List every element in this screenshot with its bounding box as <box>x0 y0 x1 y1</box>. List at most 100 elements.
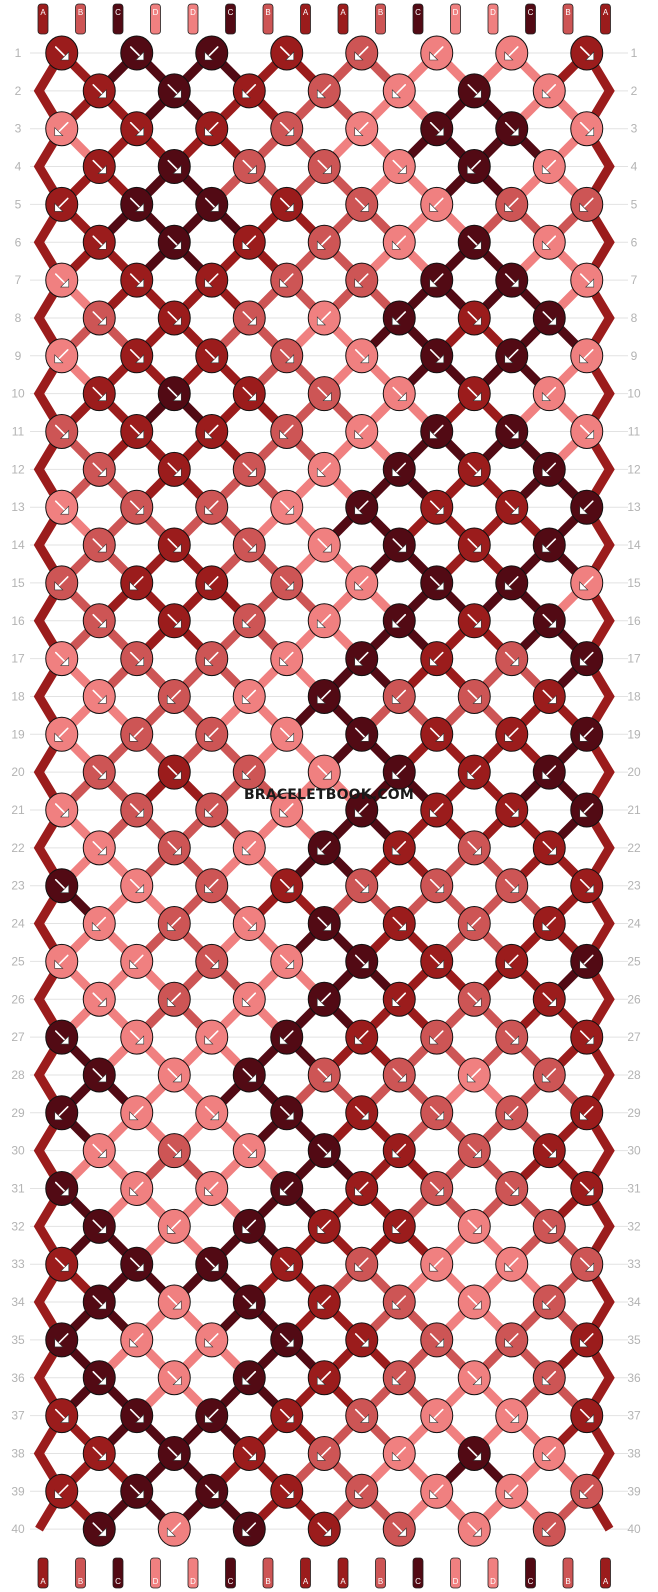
arrow-down-left-icon <box>354 424 369 439</box>
arrow-down-left-icon <box>129 727 144 742</box>
arrow-down-left-icon <box>579 1106 594 1121</box>
knot <box>495 565 529 601</box>
strand-label-bottom: B <box>565 1577 570 1586</box>
strand-label-top: B <box>565 8 570 17</box>
strand-label-top: A <box>303 8 309 17</box>
knot <box>495 1095 529 1131</box>
arrow-down-left-icon <box>166 916 182 931</box>
knot <box>120 1246 154 1282</box>
knot <box>157 1057 191 1093</box>
knot <box>457 1133 491 1169</box>
arrow-down-right-icon <box>167 613 182 629</box>
knot <box>495 1398 529 1434</box>
arrow-down-right-icon <box>92 1370 107 1386</box>
knot <box>382 224 416 260</box>
arrow-down-right-icon <box>542 311 557 326</box>
knot <box>457 149 491 185</box>
arrow-down-right-icon <box>467 1143 482 1158</box>
row-number-left: 25 <box>11 954 25 968</box>
knot <box>532 1360 566 1396</box>
arrow-down-left-icon <box>241 765 257 780</box>
arrow-down-left-icon <box>204 1333 219 1348</box>
knot <box>195 1398 229 1434</box>
row-number-left: 28 <box>11 1068 25 1082</box>
arrow-down-right-icon <box>317 1143 332 1158</box>
knot <box>82 678 116 714</box>
knot <box>420 489 454 525</box>
arrow-down-left-icon <box>354 803 369 818</box>
knot <box>457 906 491 942</box>
knot <box>157 603 191 639</box>
arrow-down-right-icon <box>54 1408 70 1423</box>
knot <box>195 262 229 298</box>
knot <box>157 300 191 336</box>
arrow-down-left-icon <box>504 1257 519 1272</box>
arrow-down-left-icon <box>241 1522 257 1537</box>
row-number-left: 7 <box>15 273 22 287</box>
arrow-down-left-icon <box>541 386 557 401</box>
arrow-down-left-icon <box>279 1030 294 1045</box>
row-number-left: 9 <box>15 349 22 363</box>
row-number-right: 30 <box>627 1144 641 1158</box>
knot <box>532 224 566 260</box>
knot <box>532 981 566 1017</box>
knot <box>420 1019 454 1055</box>
arrow-down-right-icon <box>429 121 445 136</box>
knot <box>82 451 116 487</box>
knot <box>345 1246 379 1282</box>
arrow-down-right-icon <box>129 878 145 894</box>
row-number-left: 8 <box>15 311 22 325</box>
row-number-left: 12 <box>11 462 25 476</box>
arrow-down-right-icon <box>317 916 332 931</box>
knot <box>82 376 116 412</box>
knot <box>457 73 491 109</box>
arrow-down-left-icon <box>429 1257 444 1272</box>
knot <box>532 906 566 942</box>
knot <box>457 678 491 714</box>
knot <box>307 527 341 563</box>
arrow-down-left-icon <box>204 878 219 894</box>
knot <box>45 262 79 298</box>
knot <box>120 716 154 752</box>
arrow-down-left-icon <box>429 424 444 439</box>
knot <box>495 868 529 904</box>
knot <box>232 149 266 185</box>
knot <box>532 149 566 185</box>
arrow-down-right-icon <box>242 462 257 477</box>
strand-label-top: D <box>190 8 196 17</box>
arrow-down-right-icon <box>129 803 145 818</box>
arrow-down-right-icon <box>279 878 295 894</box>
strand-bottom-stub <box>75 1557 86 1589</box>
row-number-left: 5 <box>15 197 22 211</box>
knot <box>120 868 154 904</box>
row-number-left: 34 <box>11 1295 25 1309</box>
knot <box>495 1019 529 1055</box>
arrow-down-right-icon <box>54 878 70 894</box>
knot <box>270 1095 304 1131</box>
arrow-down-right-icon <box>54 1181 70 1196</box>
arrow-down-left-icon <box>579 348 594 364</box>
arrow-down-left-icon <box>391 992 407 1007</box>
arrow-down-left-icon <box>166 1219 182 1234</box>
knot <box>195 111 229 147</box>
arrow-down-left-icon <box>316 689 332 704</box>
arrow-down-left-icon <box>391 311 407 326</box>
knot <box>82 527 116 563</box>
knot <box>420 1473 454 1509</box>
row-number-right: 5 <box>631 197 638 211</box>
knot <box>157 1284 191 1320</box>
row-number-right: 39 <box>627 1484 641 1498</box>
arrow-down-left-icon <box>279 424 294 439</box>
knot <box>457 224 491 260</box>
arrow-down-right-icon <box>579 1181 595 1196</box>
knot <box>157 1208 191 1244</box>
arrow-down-left-icon <box>391 235 407 250</box>
knot <box>270 1398 304 1434</box>
knot <box>382 149 416 185</box>
arrow-down-left-icon <box>541 916 557 931</box>
knot <box>307 906 341 942</box>
knot <box>532 754 566 790</box>
strand-label-top: C <box>228 8 234 17</box>
row-number-left: 14 <box>11 538 25 552</box>
row-number-right: 20 <box>627 765 641 779</box>
